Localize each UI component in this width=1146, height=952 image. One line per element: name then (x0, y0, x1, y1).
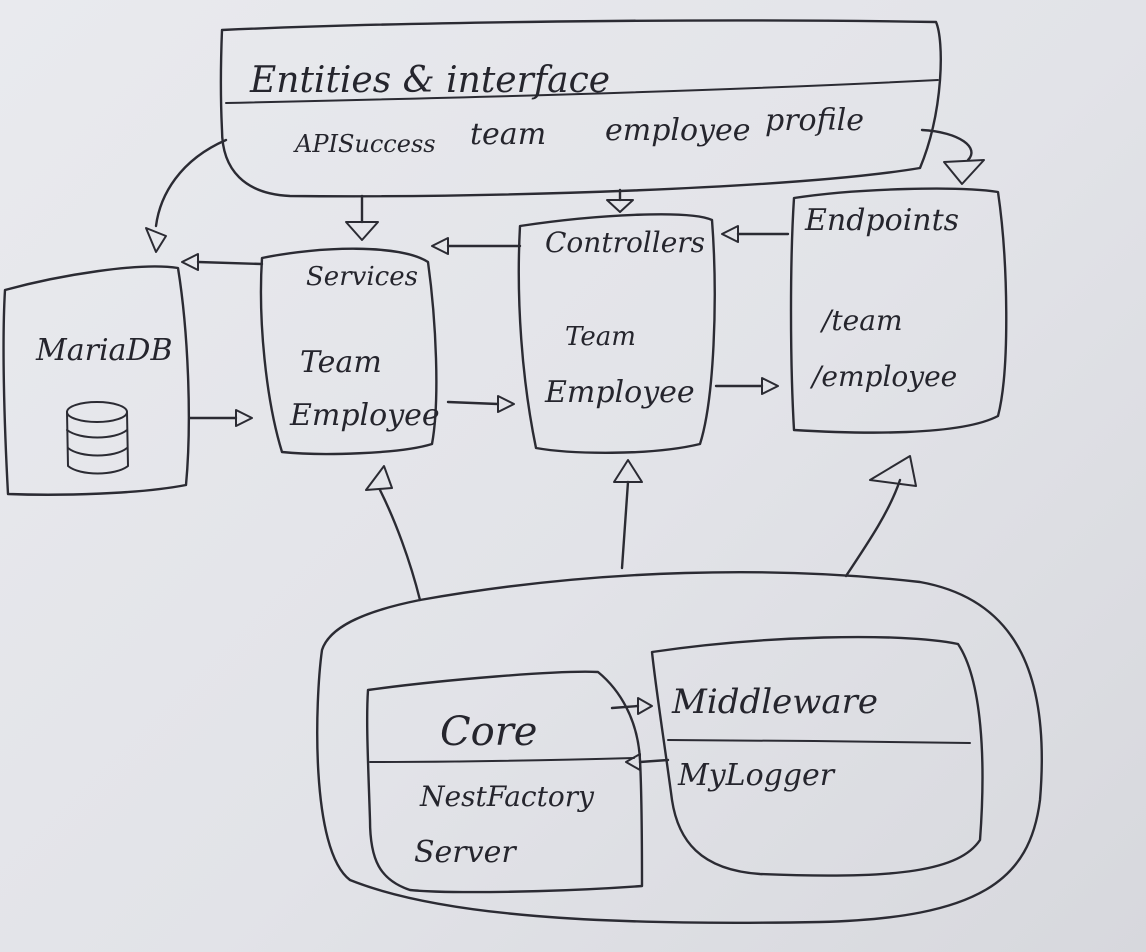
services-title: Services (306, 262, 418, 292)
arrow-container-to-services (378, 488, 422, 602)
endpoints-item-team: /team (819, 304, 903, 337)
arrowhead-mariadb-side (181, 253, 199, 271)
mariadb-box: MariaDB (2, 265, 191, 496)
arrow-services-to-mariadb (196, 260, 264, 266)
core-item-server: Server (414, 835, 517, 870)
arrowhead-controllers-top (606, 199, 634, 213)
core-box: Core NestFactory Server (365, 670, 644, 894)
arrowhead-controllers-left (497, 395, 515, 413)
arrowhead-controllers-bottom (613, 459, 643, 483)
controllers-item-employee: Employee (544, 375, 695, 410)
endpoints-item-employee: /employee (809, 360, 957, 393)
entities-title: Entities & interface (249, 60, 610, 101)
arrowhead-endpoints-left (761, 377, 779, 395)
services-item-team: Team (300, 345, 382, 380)
controllers-box: Controllers Team Employee (517, 213, 716, 454)
arrowhead-controllers-right (721, 225, 739, 243)
endpoints-box: Endpoints /team /employee (789, 187, 1008, 434)
entities-item-apisuccess: APISuccess (293, 130, 436, 158)
arrow-container-to-endpoints (844, 478, 902, 578)
arrowhead-middleware-left (637, 697, 653, 715)
arrow-container-to-controllers (620, 480, 630, 570)
controllers-item-team: Team (565, 322, 636, 352)
database-icon (66, 401, 129, 475)
services-box: Services Team Employee (259, 247, 440, 456)
entities-item-employee: employee (605, 113, 751, 148)
entities-box: Entities & interface APISuccess team emp… (219, 19, 942, 198)
core-item-nestfactory: NestFactory (419, 780, 595, 813)
arrowhead-services-top (345, 221, 379, 241)
arrowhead-services-right (431, 237, 449, 255)
connectors (145, 128, 985, 771)
entities-item-profile: profile (765, 103, 864, 138)
arrowhead-endpoints-top (943, 159, 985, 185)
core-title: Core (440, 709, 537, 755)
arrowhead-core-right (625, 753, 641, 771)
entities-item-team: team (470, 117, 546, 152)
arrow-middleware-to-core (638, 758, 670, 764)
arrowhead-services-left (235, 409, 253, 427)
arrow-entities-to-mariadb (154, 138, 228, 228)
arrow-entities-to-endpoints (920, 128, 973, 162)
arrow-services-to-controllers (446, 400, 500, 406)
middleware-item-mylogger: MyLogger (677, 758, 836, 793)
bottom-container (316, 571, 1044, 925)
endpoints-title: Endpoints (804, 203, 959, 238)
middleware-box: Middleware MyLogger (650, 635, 984, 877)
arrow-core-to-middleware (610, 704, 640, 710)
mariadb-title: MariaDB (35, 333, 173, 368)
middleware-title: Middleware (671, 682, 878, 722)
controllers-title: Controllers (545, 226, 705, 259)
services-item-employee: Employee (289, 398, 440, 433)
arrowhead-services-bottom (365, 465, 393, 491)
arrowhead-mariadb (145, 227, 167, 253)
arrowhead-endpoints-bottom (869, 455, 917, 487)
